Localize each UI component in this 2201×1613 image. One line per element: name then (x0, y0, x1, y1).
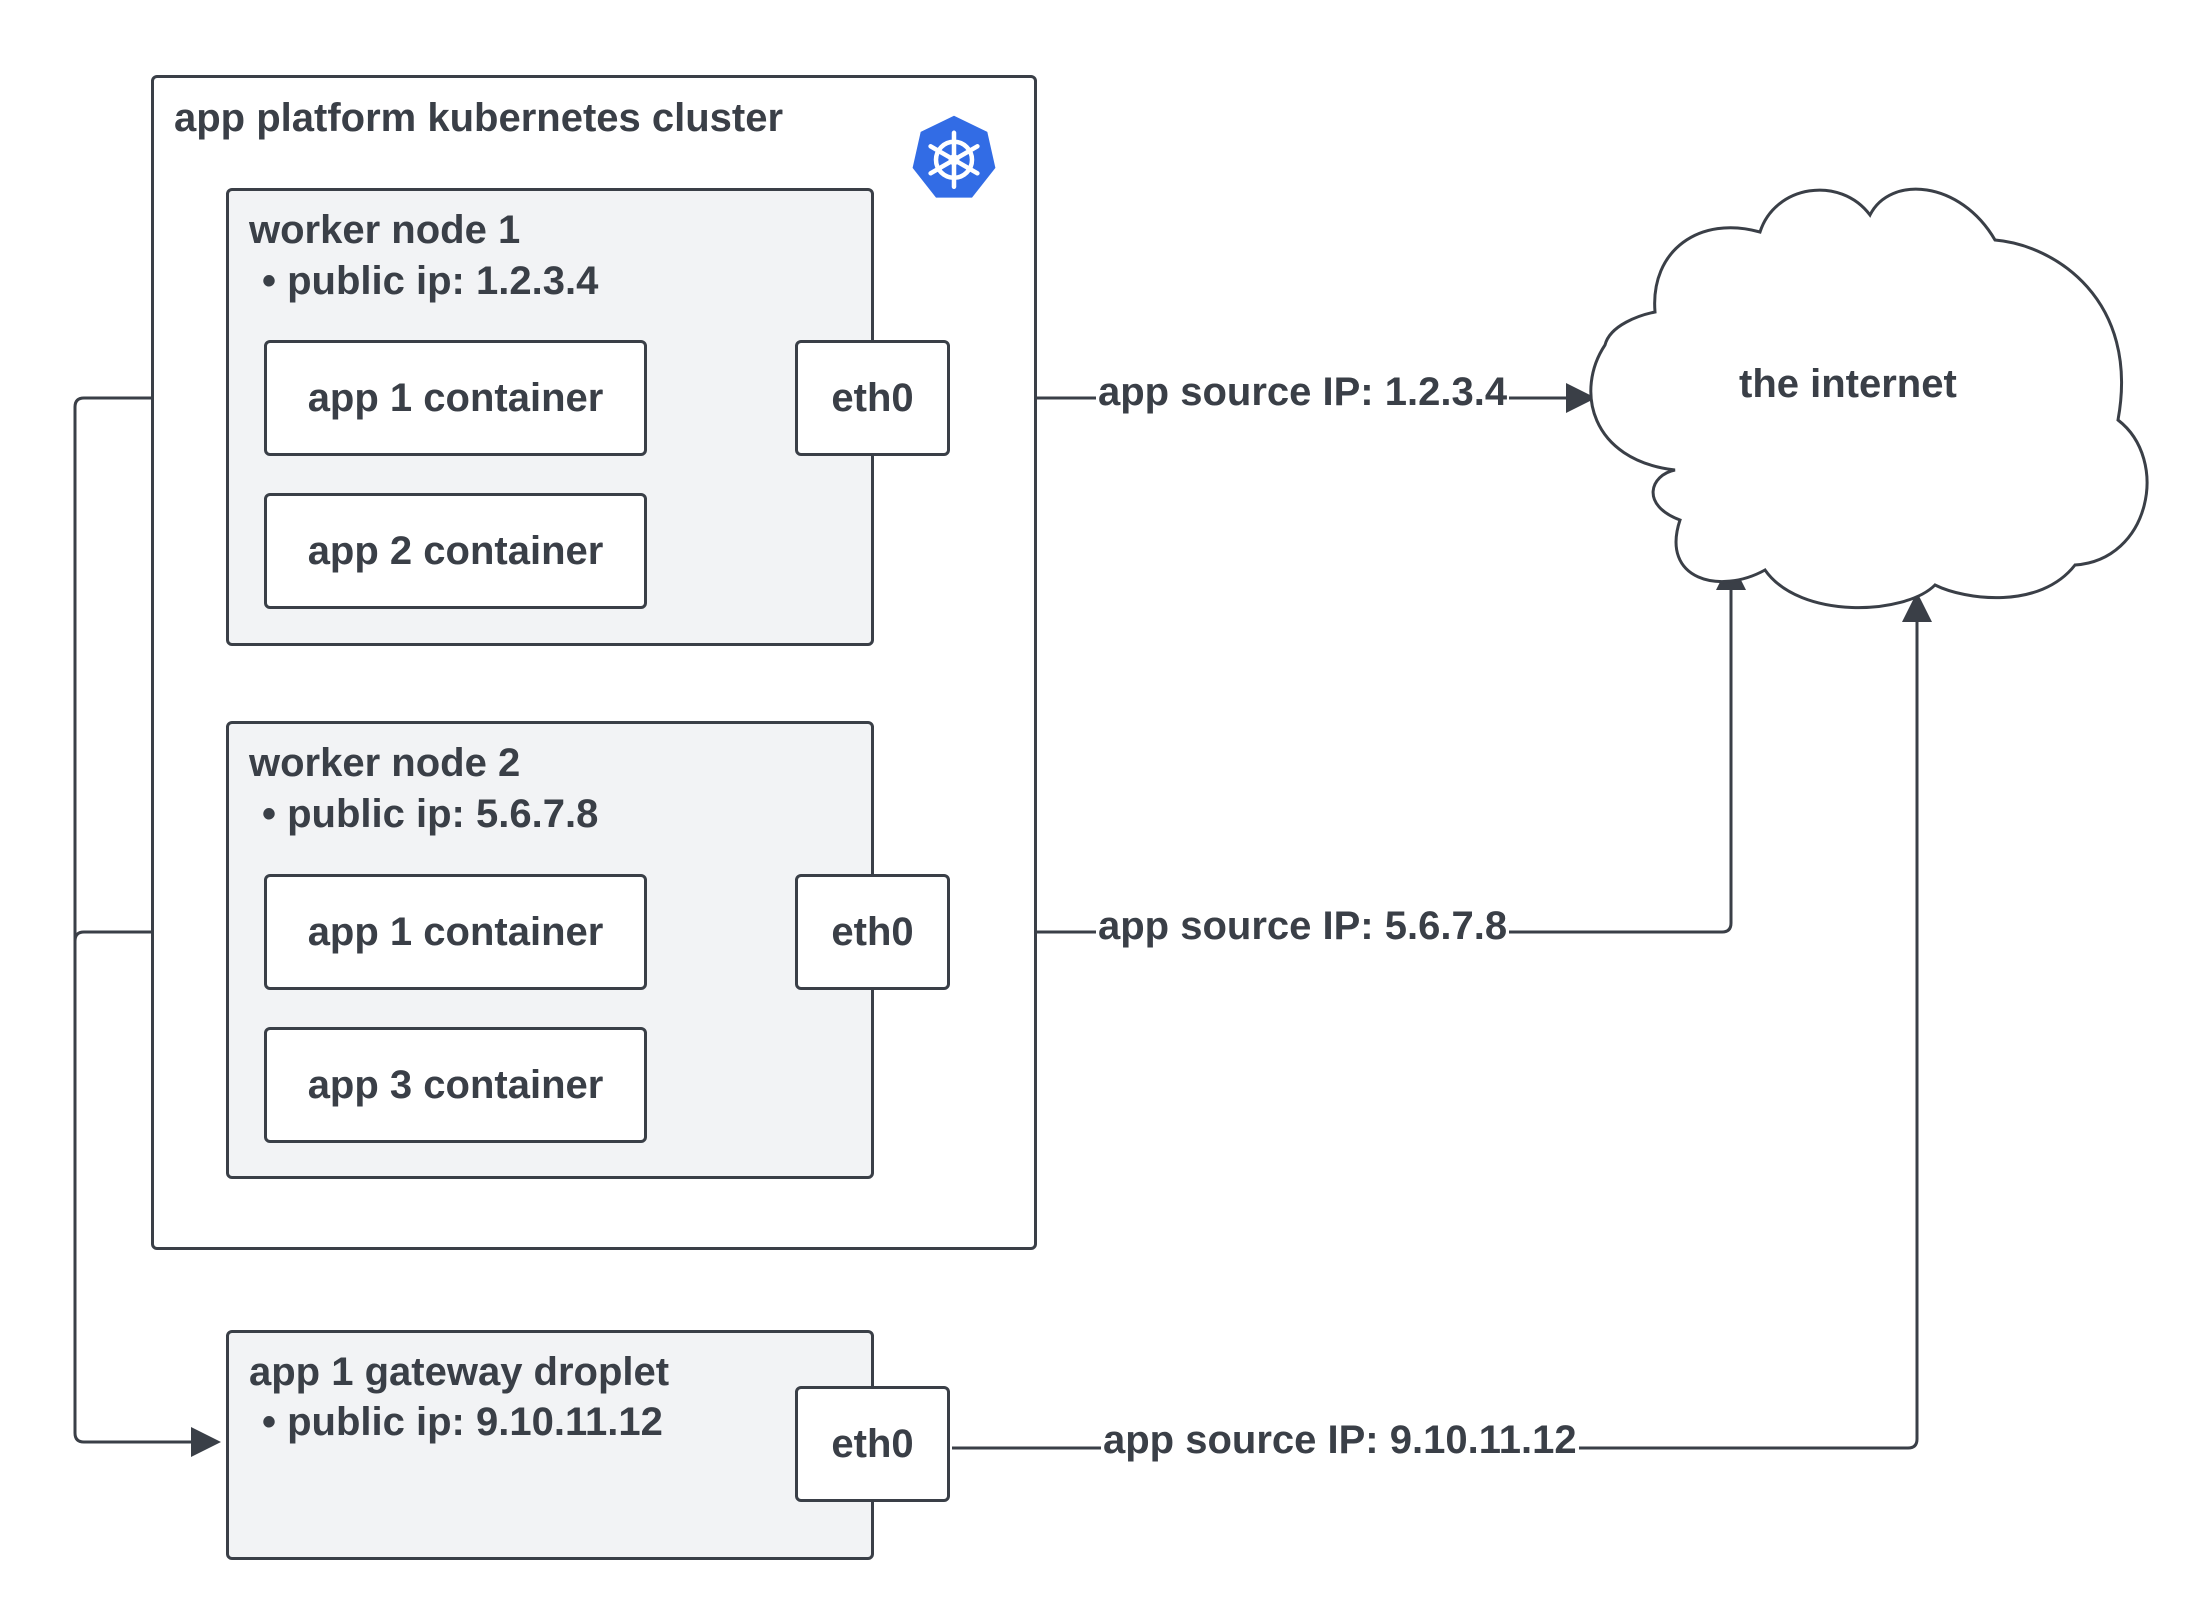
gateway-eth0: eth0 (795, 1386, 950, 1502)
edge-label-node2: app source IP: 5.6.7.8 (1096, 904, 1510, 949)
edge-app1-node1-to-gateway (73, 396, 265, 1457)
worker-node-1-ip: • public ip: 1.2.3.4 (262, 259, 599, 303)
edge-label-node1: app source IP: 1.2.3.4 (1096, 370, 1510, 415)
worker-node-1-title: worker node 1 (249, 208, 521, 252)
gateway-droplet (226, 1330, 874, 1560)
node1-app2-container: app 2 container (264, 493, 647, 609)
edge-app1-node2-to-gateway (73, 930, 265, 1060)
node2-eth0: eth0 (795, 874, 950, 990)
node2-app3-container: app 3 container (264, 1027, 647, 1143)
edge-eth0-gateway-to-internet (952, 592, 1932, 1450)
edge-eth0-node2-to-internet (952, 560, 1746, 934)
cluster-title: app platform kubernetes cluster (174, 96, 784, 140)
gateway-title: app 1 gateway droplet (249, 1350, 670, 1394)
node1-eth0: eth0 (795, 340, 950, 456)
internet-cloud (1589, 187, 2149, 610)
internet-label: the internet (1739, 362, 1957, 406)
kubernetes-icon (912, 115, 996, 198)
gateway-ip: • public ip: 9.10.11.12 (262, 1400, 663, 1444)
node1-app1-container: app 1 container (264, 340, 647, 456)
edge-label-gateway: app source IP: 9.10.11.12 (1101, 1418, 1579, 1463)
node2-app1-container: app 1 container (264, 874, 647, 990)
worker-node-2-ip: • public ip: 5.6.7.8 (262, 792, 599, 836)
worker-node-2-title: worker node 2 (249, 741, 521, 785)
